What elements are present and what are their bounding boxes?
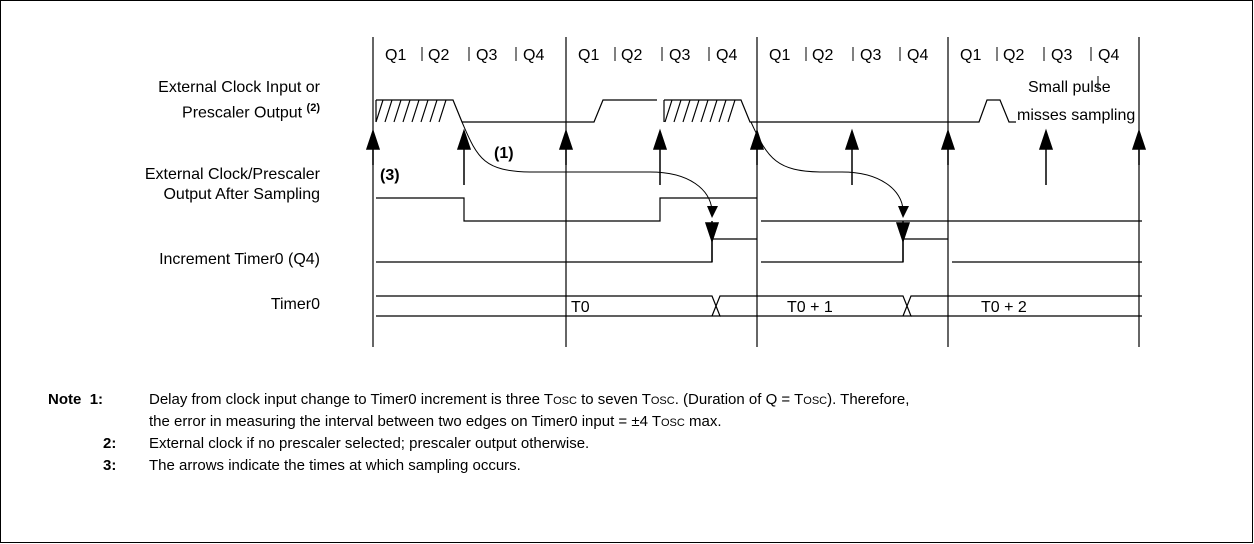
- timer0-value-0: T0: [571, 299, 590, 316]
- ext-clock-label-line1: External Clock Input or: [158, 79, 320, 96]
- delay-arrowheads: [707, 206, 909, 218]
- note-1-a1: Delay from clock input change to Timer0 …: [149, 391, 544, 408]
- ext-clock-label-line2: Prescaler Output (2): [158, 98, 320, 123]
- cycle-boundaries: [372, 37, 1140, 347]
- signal-label-timer0: Timer0: [270, 296, 320, 313]
- note-1-text-a: Delay from clock input change to Timer0 …: [149, 391, 910, 408]
- q-phase-label: Q1: [960, 47, 981, 64]
- annotation-3: (3): [380, 167, 400, 184]
- increment-arrows: [704, 221, 911, 262]
- q-phase-label: Q4: [1098, 47, 1119, 64]
- sample-arrow-head: [558, 128, 574, 150]
- q-phase-label: Q1: [385, 47, 406, 64]
- tosc-sc-3: OSC: [803, 395, 828, 407]
- note-1-b1: the error in measuring the interval betw…: [149, 413, 652, 430]
- small-pulse-label-line1: Small pulse: [1028, 79, 1111, 96]
- sample-arrow-head: [456, 128, 472, 150]
- notes-label: Note: [48, 391, 82, 408]
- q-phase-label: Q3: [1051, 47, 1072, 64]
- ext-clock-label-line2-text: Prescaler Output: [182, 104, 303, 122]
- q-phase-label: Q1: [578, 47, 599, 64]
- note-1-a3: . (Duration of Q =: [674, 391, 795, 408]
- timer0-bus-segment: [376, 295, 721, 317]
- tosc-sc-2: OSC: [650, 395, 675, 407]
- delay-curve: [461, 121, 713, 211]
- signal-label-sampled: External Clock/Prescaler Output After Sa…: [145, 165, 320, 205]
- increment-waveform: [376, 238, 1142, 263]
- sample-arrow-head: [1131, 128, 1147, 150]
- q-phase-header: Q1 Q2 Q3 Q4 Q1 Q2 Q3 Q4 Q1 Q2 Q3 Q4 Q1 Q2 Q3 Q4: [385, 47, 1119, 64]
- sample-arrow-head: [652, 128, 668, 150]
- q-phase-label: Q2: [621, 47, 642, 64]
- note-1-b2: max.: [684, 413, 722, 430]
- delay-arrowhead-2: [898, 206, 909, 218]
- q-phase-label: Q3: [860, 47, 881, 64]
- uncertainty-hatch-2: [664, 99, 736, 123]
- note-3-text: The arrows indicate the times at which s…: [149, 457, 521, 474]
- increment-arrow-head-2: [895, 222, 911, 244]
- increment-trace-2: [761, 238, 948, 263]
- sampled-label-line2: Output After Sampling: [163, 186, 320, 203]
- note-3-num: 3:: [103, 457, 117, 474]
- q-phase-label: Q2: [1003, 47, 1024, 64]
- sample-arrow-head: [844, 128, 860, 150]
- q-phase-label: Q2: [812, 47, 833, 64]
- timer0-bus-segment-2: [711, 295, 912, 317]
- delay-curves: [461, 121, 904, 211]
- sampled-label-line1: External Clock/Prescaler: [144, 166, 320, 183]
- timer0-value-1: T0 + 1: [787, 299, 833, 316]
- ext-clock-waveform: [375, 99, 1016, 123]
- sample-arrow-head: [1038, 128, 1054, 150]
- tosc-sc-4: OSC: [661, 417, 685, 429]
- increment-trace: [376, 238, 757, 263]
- sampling-arrows: [365, 128, 1147, 185]
- q-phase-label: Q4: [523, 47, 544, 64]
- note-2-num: 2:: [103, 435, 117, 452]
- sample-arrow-head: [940, 128, 956, 150]
- note-1-a2: to seven: [576, 391, 642, 408]
- q-phase-label: Q4: [907, 47, 928, 64]
- signal-label-ext-clock: External Clock Input or Prescaler Output…: [158, 78, 320, 123]
- ext-clock-trace: [376, 99, 657, 123]
- delay-arrowhead: [707, 206, 718, 218]
- sample-arrow-head: [365, 128, 381, 150]
- note-2-text: External clock if no prescaler selected;…: [149, 435, 590, 452]
- ext-clock-footnote: (2): [306, 102, 320, 114]
- q-phase-label: Q1: [769, 47, 790, 64]
- q-phase-label: Q4: [716, 47, 737, 64]
- annotation-1: (1): [494, 145, 514, 162]
- tosc-sc: OSC: [553, 395, 577, 407]
- note-1-text-b: the error in measuring the interval betw…: [149, 413, 722, 430]
- small-pulse-label-line2: misses sampling: [1017, 107, 1135, 124]
- note-1-key: Note 1:: [48, 389, 103, 411]
- sampled-waveform: [376, 197, 1142, 222]
- q-phase-label: Q3: [669, 47, 690, 64]
- note-1-num: 1:: [89, 391, 104, 408]
- timer0-bus-segment-3: [902, 295, 1142, 317]
- diagram-annotations: (1) (3) Small pulse misses sampling T0 T…: [380, 79, 1135, 316]
- q-phase-label: Q2: [428, 47, 449, 64]
- note-1-a4: ). Therefore,: [827, 391, 910, 408]
- uncertainty-hatch: [375, 99, 447, 123]
- delay-curve-2: [750, 121, 904, 211]
- timer0-value-2: T0 + 2: [981, 299, 1027, 316]
- sampled-trace: [376, 197, 757, 222]
- increment-arrow-head: [704, 222, 720, 244]
- q-phase-label: Q3: [476, 47, 497, 64]
- ext-clock-trace-2: [664, 99, 1016, 123]
- timer0-bus: [376, 295, 1142, 317]
- signal-label-increment: Increment Timer0 (Q4): [159, 251, 320, 268]
